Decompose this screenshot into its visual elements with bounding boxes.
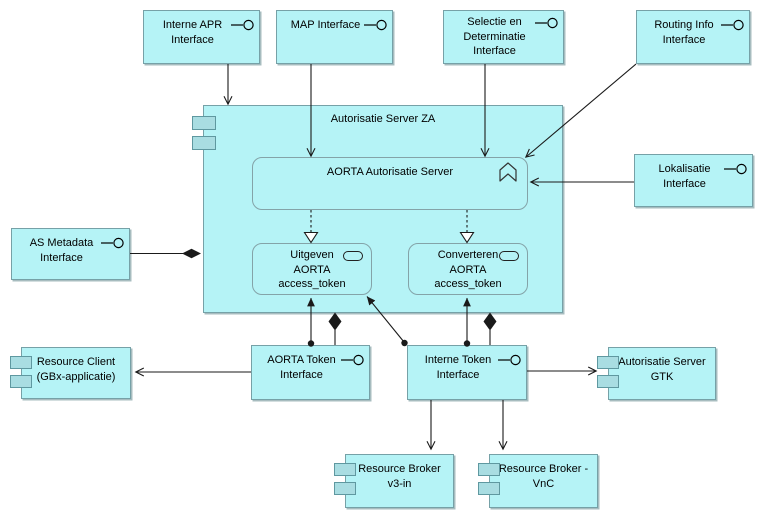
component-icon — [478, 463, 500, 476]
function-icon — [499, 162, 517, 182]
node-aorta-autorisatie-server[interactable]: AORTA Autorisatie Server — [252, 157, 528, 210]
node-interne-apr-interface[interactable]: Interne APR Interface — [143, 10, 260, 64]
node-label: Routing Info Interface — [654, 19, 714, 46]
node-label: MAP Interface — [290, 19, 361, 31]
interface-lollipop-icon — [364, 19, 387, 31]
interface-lollipop-icon — [721, 19, 744, 31]
interface-lollipop-icon — [724, 163, 747, 175]
component-icon — [192, 136, 216, 150]
node-label: AS Metadata Interface — [29, 237, 94, 264]
component-icon — [597, 375, 619, 388]
node-autorisatie-server-gtk[interactable]: Autorisatie Server GTK — [597, 347, 716, 400]
node-label: Resource Client (GBx-applicatie) — [36, 356, 116, 383]
component-icon — [597, 356, 619, 369]
node-label: Interne APR Interface — [162, 19, 223, 46]
component-icon — [10, 375, 32, 388]
service-icon — [499, 251, 519, 261]
container-title: Autorisatie Server ZA — [330, 113, 436, 125]
node-routing-info-interface[interactable]: Routing Info Interface — [636, 10, 750, 64]
node-aorta-token-interface[interactable]: AORTA Token Interface — [251, 345, 370, 400]
composition-diamond — [328, 312, 342, 331]
node-label: Autorisatie Server GTK — [618, 356, 706, 383]
node-label: Lokalisatie Interface — [658, 163, 711, 190]
node-autorisatie-server-za[interactable]: Autorisatie Server ZA AORTA Autorisatie … — [192, 105, 563, 313]
node-resource-broker-v3-in[interactable]: Resource Broker v3-in — [334, 454, 454, 508]
composition-diamond — [483, 312, 497, 331]
interface-lollipop-icon — [101, 237, 124, 249]
node-label: Resource Broker - VnC — [498, 463, 589, 490]
component-icon — [334, 463, 356, 476]
interface-lollipop-icon — [231, 19, 254, 31]
composition-diamond — [182, 248, 201, 259]
node-label: Uitgeven AORTA access_token — [278, 249, 346, 291]
node-converteren-aorta-access-token[interactable]: Converteren AORTA access_token — [408, 243, 528, 295]
node-label: Selectie en Determinatie Interface — [463, 16, 526, 58]
node-resource-client[interactable]: Resource Client (GBx-applicatie) — [10, 347, 131, 399]
component-icon — [192, 116, 216, 130]
service-icon — [343, 251, 363, 261]
node-resource-broker-vnc[interactable]: Resource Broker - VnC — [478, 454, 598, 508]
interface-lollipop-icon — [341, 354, 364, 366]
node-selectie-determinatie-interface[interactable]: Selectie en Determinatie Interface — [443, 10, 564, 64]
component-icon — [334, 482, 356, 495]
component-icon — [478, 482, 500, 495]
node-interne-token-interface[interactable]: Interne Token Interface — [407, 345, 527, 400]
node-as-metadata-interface[interactable]: AS Metadata Interface — [11, 228, 130, 280]
node-map-interface[interactable]: MAP Interface — [276, 10, 393, 64]
node-uitgeven-aorta-access-token[interactable]: Uitgeven AORTA access_token — [252, 243, 372, 295]
node-label: Interne Token Interface — [424, 354, 492, 381]
node-lokalisatie-interface[interactable]: Lokalisatie Interface — [634, 154, 753, 207]
component-icon — [10, 356, 32, 369]
interface-lollipop-icon — [498, 354, 521, 366]
node-label: AORTA Token Interface — [267, 354, 336, 381]
node-label: Resource Broker v3-in — [358, 463, 441, 490]
node-label: AORTA Autorisatie Server — [326, 166, 454, 178]
interface-lollipop-icon — [535, 17, 558, 29]
node-label: Converteren AORTA access_token — [434, 249, 502, 291]
